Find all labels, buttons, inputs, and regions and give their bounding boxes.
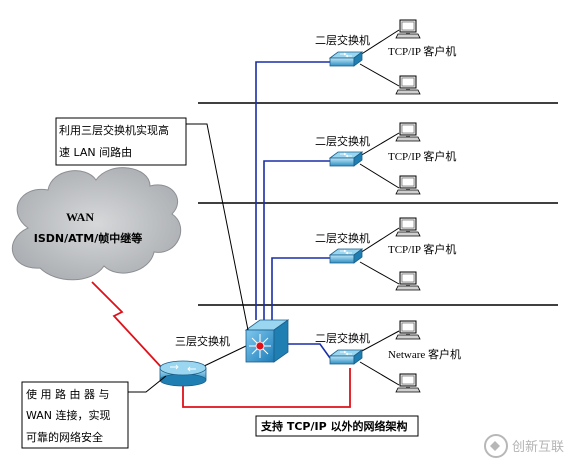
note-router-line1: 使 用 路 由 器 与	[26, 387, 109, 401]
floor-separators	[198, 102, 558, 306]
l2-switch-1	[329, 51, 363, 67]
client-label: TCP/IP 客户机	[388, 149, 456, 163]
wan-link	[91, 281, 163, 369]
client-pc-icon	[395, 217, 421, 237]
client-cables	[359, 29, 400, 386]
client-pc-icon	[395, 373, 421, 393]
client-label: TCP/IP 客户机	[388, 242, 456, 256]
client-pc-icon	[395, 75, 421, 95]
note-l3-line1: 利用三层交换机实现高	[59, 123, 169, 137]
l2-switch-label: 二层交换机	[315, 331, 370, 345]
wan-subtitle: ISDN/ATM/帧中继等	[34, 231, 143, 245]
uplinks	[255, 61, 331, 359]
client-pc-icon	[395, 271, 421, 291]
note-l3-line2: 速 LAN 间路由	[59, 145, 132, 159]
callout-router	[128, 375, 167, 393]
l3-switch-icon	[244, 319, 290, 363]
note-router-line3: 可靠的网络安全	[26, 430, 103, 444]
note-router: 使 用 路 由 器 与 WAN 连接，实现 可靠的网络安全	[21, 381, 129, 449]
client-pc-icon	[395, 122, 421, 142]
router-to-l3-link	[199, 345, 247, 369]
client-pc-icon	[395, 320, 421, 340]
l2-switch-label: 二层交换机	[315, 231, 370, 245]
router-icon	[159, 360, 207, 387]
client-label: Netware 客户机	[388, 347, 461, 361]
l3-switch-label: 三层交换机	[175, 334, 230, 348]
l2-switch-label: 二层交换机	[315, 134, 370, 148]
l2-switch-label: 二层交换机	[315, 33, 370, 47]
client-pc-icon	[395, 19, 421, 39]
note-other: 支持 TCP/IP 以外的网络架构	[255, 415, 419, 437]
l2-switch-4	[329, 349, 363, 365]
client-label: TCP/IP 客户机	[388, 44, 456, 58]
callout-l3	[186, 123, 249, 331]
l2-switch-2	[329, 151, 363, 167]
red-link	[182, 368, 351, 408]
l2-switch-3	[329, 248, 363, 264]
client-pc-icon	[395, 175, 421, 195]
watermark-text: 创新互联	[512, 439, 564, 455]
wan-cloud-icon	[11, 167, 182, 281]
note-other-text: 支持 TCP/IP 以外的网络架构	[260, 419, 407, 433]
note-router-line2: WAN 连接，实现	[26, 408, 111, 422]
note-l3: 利用三层交换机实现高 速 LAN 间路由	[55, 117, 187, 166]
wan-title: WAN	[66, 210, 94, 224]
watermark: 创新互联	[484, 434, 564, 458]
